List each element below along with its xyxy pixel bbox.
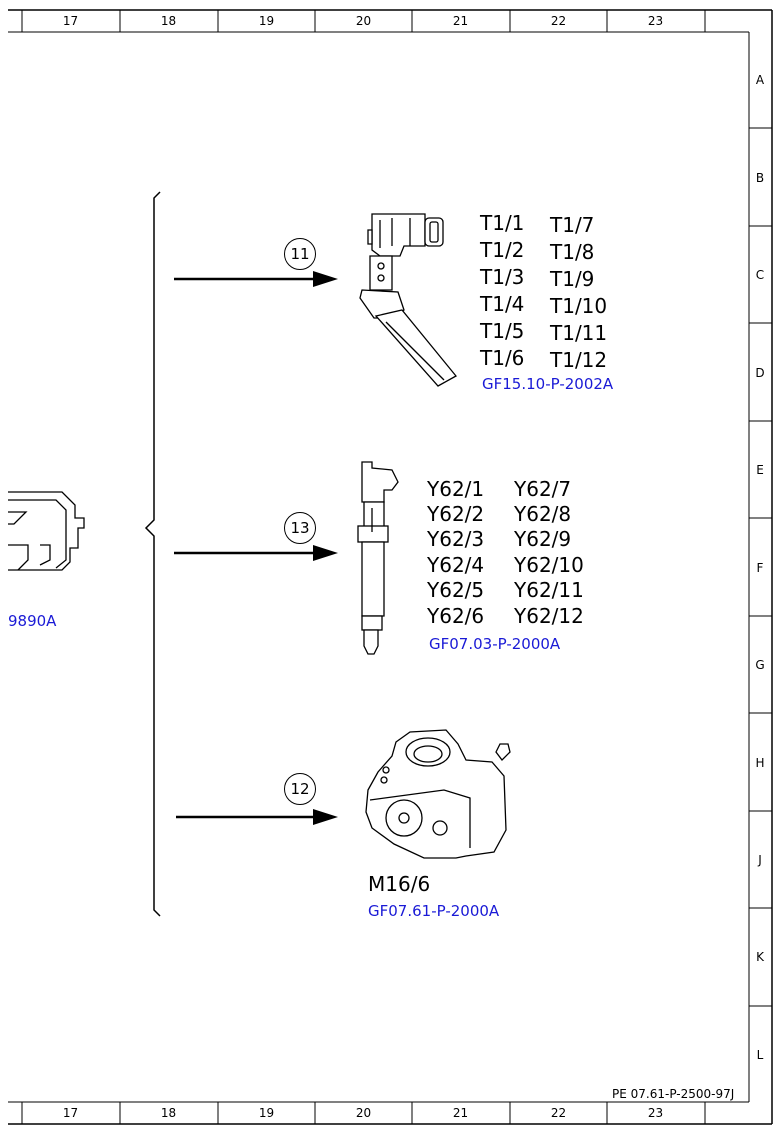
component-label: T1/12 (550, 348, 608, 372)
arrow-12 (176, 809, 338, 825)
column-label: 21 (452, 14, 469, 28)
component-label: Y62/5 (427, 578, 485, 602)
callout-12-circle: 12 (284, 773, 316, 805)
component-label: T1/2 (480, 238, 525, 262)
component-label: T1/3 (480, 265, 525, 289)
control-unit-partial (8, 491, 85, 571)
component-label: Y62/12 (514, 604, 584, 628)
row-label: E (756, 463, 764, 477)
row-label: L (756, 1048, 764, 1062)
component-label: T1/7 (550, 213, 595, 237)
column-label: 17 (62, 1106, 79, 1120)
component-label: T1/1 (480, 211, 525, 235)
row-label: G (755, 658, 765, 672)
row-label: J (758, 853, 762, 867)
row-label: A (755, 73, 765, 87)
column-label: 18 (160, 14, 177, 28)
throttle-actuator-drawing (365, 729, 511, 859)
column-label: 20 (355, 1106, 372, 1120)
callout-11-circle: 11 (284, 238, 316, 270)
ecu-reference-link[interactable]: 9890A (8, 612, 57, 630)
row-label: H (755, 756, 765, 770)
throttle-actuator-reference-link[interactable]: GF07.61-P-2000A (368, 902, 500, 920)
component-label: Y62/4 (427, 553, 485, 577)
arrow-11 (174, 271, 338, 287)
column-label: 21 (452, 1106, 469, 1120)
glow-plug-reference-link[interactable]: GF15.10-P-2002A (482, 375, 614, 393)
arrow-13 (174, 545, 338, 561)
column-label: 20 (355, 14, 372, 28)
injector-reference-link[interactable]: GF07.03-P-2000A (429, 635, 561, 653)
column-label: 22 (550, 1106, 567, 1120)
component-label: Y62/11 (514, 578, 584, 602)
component-label: Y62/2 (427, 502, 485, 526)
grouping-brace (144, 191, 161, 917)
callout-13-circle: 13 (284, 512, 316, 544)
component-label: T1/5 (480, 319, 525, 343)
component-label: T1/6 (480, 346, 525, 370)
column-label: 17 (62, 14, 79, 28)
component-label: T1/10 (550, 294, 608, 318)
component-label: T1/8 (550, 240, 595, 264)
row-label: C (755, 268, 765, 282)
injector-drawing (357, 461, 399, 655)
component-label: Y62/9 (514, 527, 572, 551)
column-label: 19 (258, 14, 275, 28)
column-label: 23 (647, 1106, 664, 1120)
document-code: PE 07.61-P-2500-97J (612, 1087, 735, 1101)
drawing-frame (8, 9, 773, 1125)
component-label: Y62/7 (514, 477, 572, 501)
component-label: T1/4 (480, 292, 525, 316)
row-label: D (755, 366, 765, 380)
row-label: B (755, 171, 765, 185)
component-label: Y62/3 (427, 527, 485, 551)
row-label: F (756, 561, 764, 575)
component-label: Y62/8 (514, 502, 572, 526)
column-label: 19 (258, 1106, 275, 1120)
column-label: 18 (160, 1106, 177, 1120)
row-label: K (756, 950, 764, 964)
component-label: Y62/1 (427, 477, 485, 501)
glow-plug-drawing (359, 213, 457, 387)
component-label: Y62/10 (514, 553, 584, 577)
component-label: T1/9 (550, 267, 595, 291)
component-label: T1/11 (550, 321, 608, 345)
component-label: Y62/6 (427, 604, 485, 628)
column-label: 22 (550, 14, 567, 28)
column-label: 23 (647, 14, 664, 28)
throttle-actuator-label: M16/6 (368, 872, 431, 896)
